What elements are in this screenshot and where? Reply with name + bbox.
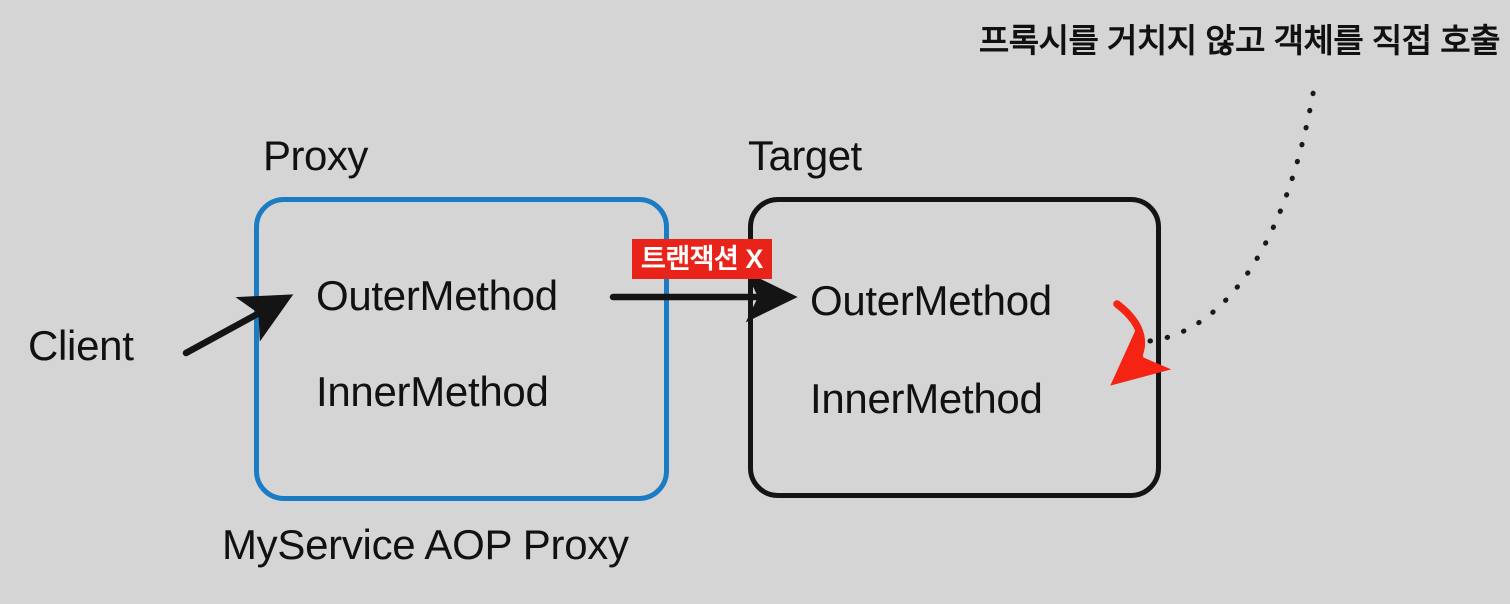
status-badge: 트랜잭션 X <box>632 239 772 279</box>
target-box <box>748 197 1161 498</box>
proxy-box <box>254 197 669 501</box>
target-method-inner: InnerMethod <box>810 375 1043 422</box>
proxy-method-outer: OuterMethod <box>316 272 558 319</box>
target-method-outer: OuterMethod <box>810 277 1052 324</box>
annotation-connector <box>1147 85 1317 344</box>
client-label: Client <box>28 322 134 369</box>
proxy-bottom-caption: MyService AOP Proxy <box>222 521 629 568</box>
annotation-title: 프록시를 거치지 않고 객체를 직접 호출 <box>978 22 1501 59</box>
proxy-box-caption: Proxy <box>263 132 368 179</box>
proxy-method-inner: InnerMethod <box>316 368 549 415</box>
target-box-caption: Target <box>748 132 862 179</box>
